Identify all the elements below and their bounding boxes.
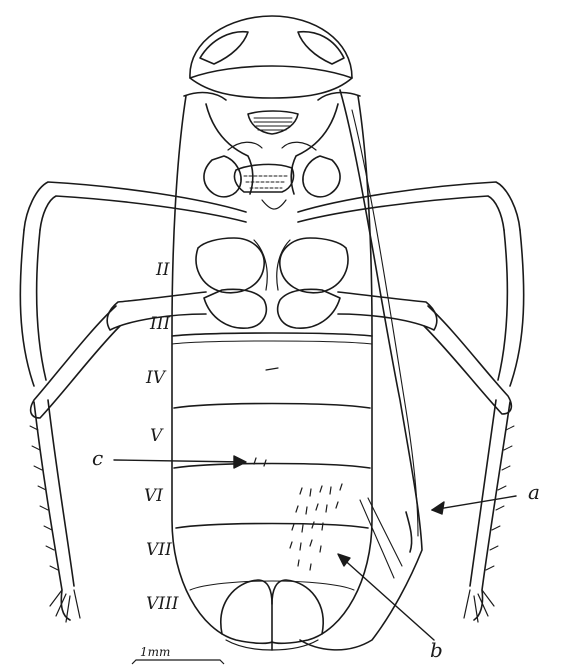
arrow-c	[114, 460, 244, 462]
arrow-a	[432, 496, 516, 510]
small-marks	[254, 368, 278, 466]
pointer-label-c: c	[92, 448, 103, 468]
segment-label-III: III	[150, 316, 170, 333]
arrow-c-head	[234, 456, 246, 468]
wing	[300, 90, 422, 650]
bristle-field	[290, 484, 342, 570]
pointer-label-a: a	[528, 482, 540, 502]
head	[184, 16, 360, 100]
mid-coxae	[196, 238, 348, 293]
mouthparts	[204, 104, 340, 197]
scale-bar	[128, 648, 248, 668]
pointer-label-b: b	[430, 640, 443, 660]
segment-label-II: II	[156, 262, 169, 279]
fore-legs	[20, 182, 523, 386]
segment-label-VII: VII	[146, 542, 172, 559]
middle-legs	[31, 292, 512, 418]
arrow-a-head	[432, 502, 444, 514]
segment-label-VI: VI	[144, 488, 163, 505]
segment-label-VIII: VIII	[146, 596, 178, 613]
hind-coxae	[204, 289, 340, 328]
segment-label-IV: IV	[146, 370, 165, 387]
segment-label-V: V	[150, 428, 162, 445]
